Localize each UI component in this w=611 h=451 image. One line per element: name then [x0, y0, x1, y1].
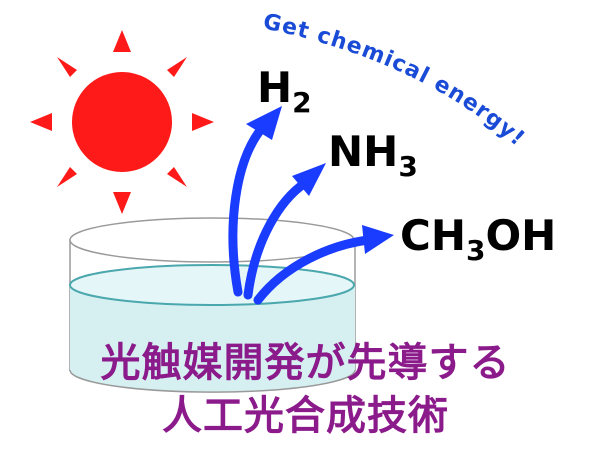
product-h2: H2	[257, 63, 312, 119]
arrow-nh3	[243, 178, 310, 300]
product-ch3oh: CH3OH	[400, 211, 556, 267]
arrow-h2	[228, 123, 267, 297]
product-nh3: NH3	[328, 127, 418, 183]
caption-line-2: 人工光合成技術	[162, 393, 449, 439]
sun-icon	[30, 30, 214, 214]
arrowhead-h2	[246, 106, 282, 140]
caption-line-1: 光触媒開発が先導する	[100, 340, 511, 386]
arrowhead-nh3	[292, 163, 326, 196]
product-arrows	[228, 123, 373, 305]
arrowhead-ch3oh	[362, 225, 394, 254]
arrow-ch3oh	[253, 235, 373, 305]
